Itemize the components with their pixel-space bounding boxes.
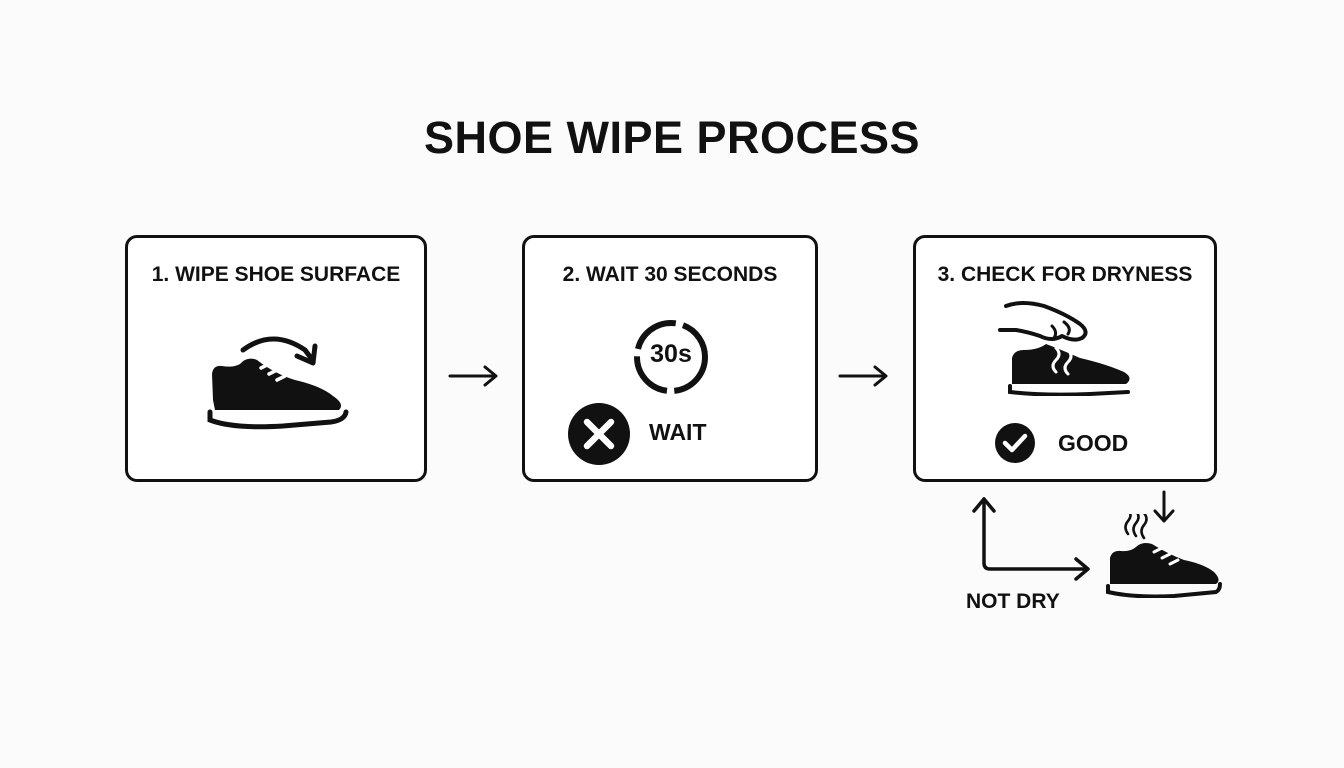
hand-touch-shoe-icon (998, 301, 1130, 396)
timer-icon: 30s (631, 317, 711, 397)
not-dry-loop-arrow (972, 497, 1090, 581)
x-circle-icon (568, 403, 630, 465)
step-2-card: 2. WAIT 30 SECONDS 30s WAIT (522, 235, 818, 482)
not-dry-label: NOT DRY (966, 590, 1060, 613)
step-2-label: 2. WAIT 30 SECONDS (562, 263, 778, 286)
step-1-label: 1. WIPE SHOE SURFACE (151, 263, 401, 286)
diagram-title: SHOE WIPE PROCESS (423, 112, 921, 163)
down-arrow-icon (1153, 490, 1175, 523)
shoe-wipe-icon (207, 336, 349, 430)
wait-status-label: WAIT (649, 419, 707, 445)
damp-shoe-icon (1106, 514, 1222, 598)
good-status-label: GOOD (1058, 430, 1129, 456)
flow-arrow-1-2 (448, 365, 498, 387)
timer-text: 30s (650, 340, 692, 368)
flow-arrow-2-3 (838, 365, 888, 387)
step-3-label: 3. CHECK FOR DRYNESS (937, 263, 1193, 286)
step-3-card: 3. CHECK FOR DRYNESS GOOD (913, 235, 1217, 482)
check-circle-icon (995, 423, 1035, 463)
step-1-card: 1. WIPE SHOE SURFACE (125, 235, 427, 482)
